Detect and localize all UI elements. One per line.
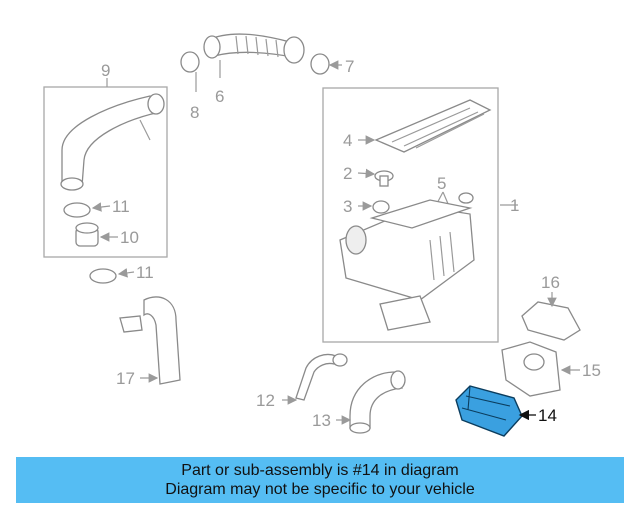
grommet-part-5 [458, 192, 474, 204]
group-box-1 [322, 87, 499, 343]
callout-3: 3 [343, 197, 352, 216]
callout-5: 5 [437, 174, 446, 193]
bracket-part-16 [521, 301, 581, 341]
grommet-part-2 [374, 170, 394, 187]
clamp-part-11-upper [63, 202, 91, 218]
hose-part-13 [349, 370, 406, 434]
banner-line-2: Diagram may not be specific to your vehi… [165, 481, 475, 498]
banner-line-1: Part or sub-assembly is #14 in diagram [181, 462, 459, 479]
callout-7: 7 [345, 57, 354, 76]
callout-9: 9 [101, 61, 110, 80]
callout-16: 16 [541, 273, 560, 292]
air-cleaner-box-part-1 [339, 199, 475, 331]
callout-17: 17 [116, 369, 135, 388]
hose-part-12 [295, 353, 348, 401]
parts-diagram: 6 8 7 9 11 10 11 17 4 2 3 5 1 16 15 12 1… [43, 33, 601, 437]
callout-8: 8 [190, 103, 199, 122]
intake-tube-part-9 [60, 93, 165, 191]
duct-part-14-highlighted[interactable] [455, 385, 523, 437]
callout-4: 4 [343, 131, 352, 150]
callout-2: 2 [343, 164, 352, 183]
callout-11-upper: 11 [112, 197, 130, 216]
group-box-9 [43, 86, 168, 258]
clamp-part-11-lower [89, 268, 117, 284]
info-banner: Part or sub-assembly is #14 in diagram D… [16, 457, 624, 503]
callout-14: 14 [538, 406, 557, 425]
callout-15: 15 [582, 361, 601, 380]
callout-6: 6 [215, 87, 224, 106]
callout-1: 1 [510, 196, 519, 215]
grommet-part-3 [372, 200, 390, 214]
callout-13: 13 [312, 411, 331, 430]
callout-11-lower: 11 [136, 263, 154, 282]
housing-part-15 [501, 341, 561, 397]
callout-10: 10 [120, 228, 139, 247]
callout-12: 12 [256, 391, 275, 410]
duct-part-17 [119, 296, 181, 385]
filter-lid-part-4 [374, 99, 492, 153]
coupler-part-10 [75, 222, 99, 247]
intake-hose-part-6 [180, 33, 330, 75]
